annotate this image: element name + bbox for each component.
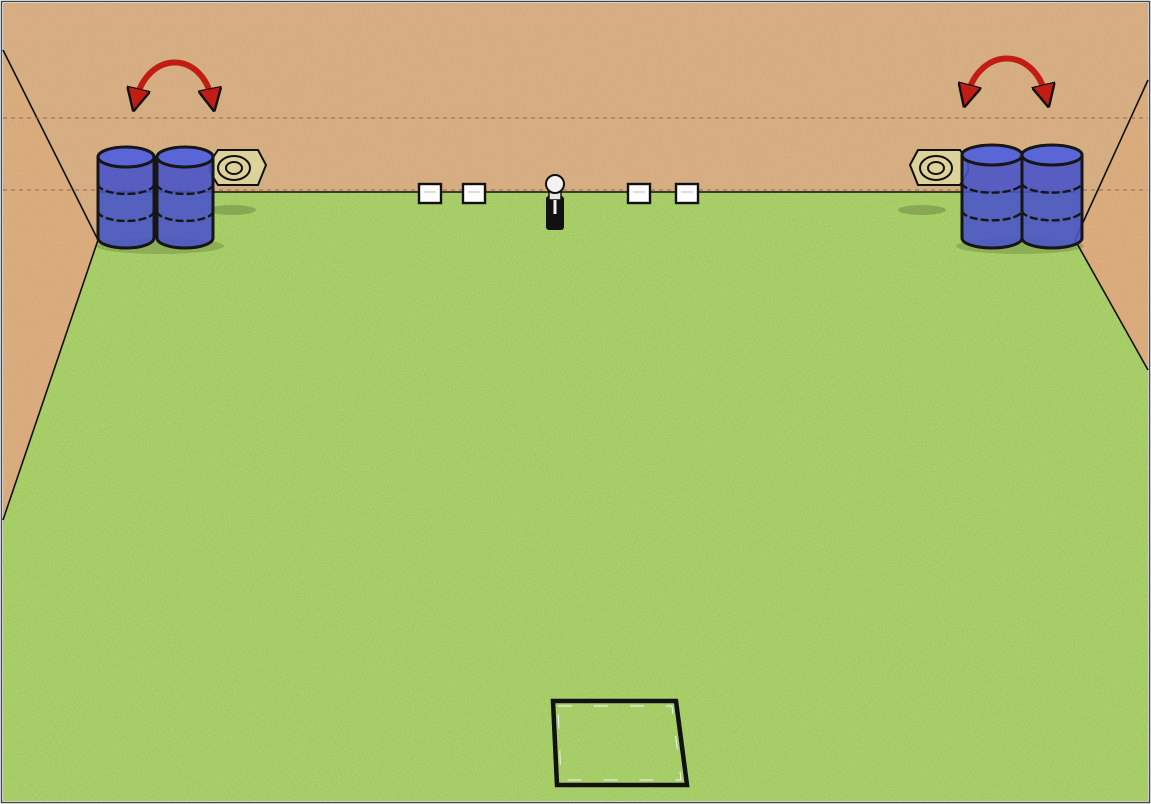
- barrel-stack-right: [956, 145, 1084, 254]
- marker-box-icon: [463, 184, 485, 203]
- barrel-icon: [962, 145, 1022, 248]
- marker-box-icon: [628, 184, 650, 203]
- barrel-icon: [157, 147, 213, 248]
- marker-box-icon: [419, 184, 441, 203]
- shooter-icon: [546, 175, 564, 230]
- barrel-icon: [1022, 145, 1082, 248]
- marker-box-icon: [676, 184, 698, 203]
- barrel-stack-left: [96, 147, 224, 254]
- grass-floor: [3, 192, 1148, 801]
- barrel-icon: [98, 147, 154, 248]
